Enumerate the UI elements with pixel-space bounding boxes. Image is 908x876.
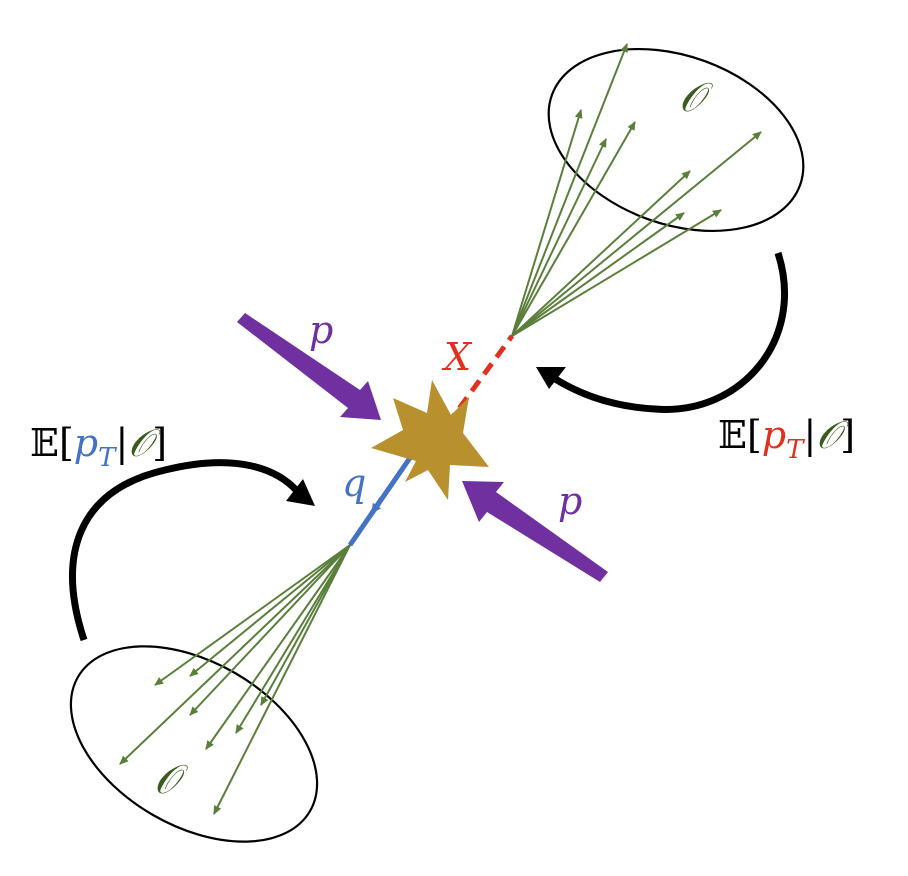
conditional-bar: |	[803, 413, 816, 457]
observable-region-bottom	[69, 645, 319, 843]
x-particle-label: X	[441, 335, 473, 379]
conditional-bar: |	[115, 421, 128, 465]
bracket-open: [	[59, 421, 74, 465]
expectation-right: 𝔼[pT|𝒪]	[718, 413, 855, 465]
jet-track	[511, 209, 722, 337]
jet-track	[511, 212, 685, 337]
bracket-close: ]	[152, 421, 167, 465]
jet-track	[511, 170, 691, 337]
expectation-arrow-left	[69, 459, 300, 642]
quark-label: q	[342, 461, 366, 505]
jet-bottom	[119, 544, 351, 815]
bracket-open: [	[747, 413, 762, 457]
jet-track	[511, 43, 628, 337]
jet-track	[511, 121, 636, 337]
expectation-symbol: 𝔼	[718, 413, 747, 457]
expectation-symbol: 𝔼	[30, 421, 59, 465]
quark-arrow-head	[369, 496, 385, 515]
jet-track	[119, 544, 351, 765]
expectation-arrow-right	[550, 251, 788, 413]
expectation-arrow-right-head	[536, 367, 566, 389]
expectation-arrow-left-head	[286, 479, 315, 506]
pt-subscript: T	[786, 435, 805, 465]
pt-symbol: p	[74, 421, 98, 465]
jet-track	[511, 109, 583, 337]
x-particle-line	[444, 334, 515, 427]
proton-beam-bottom	[462, 481, 608, 582]
bracket-close: ]	[840, 413, 855, 457]
jet-track	[260, 544, 351, 706]
observable-label-top: 𝒪	[679, 75, 714, 121]
collision-burst-icon	[371, 380, 489, 500]
proton-label-bottom: p	[558, 479, 582, 523]
jet-track	[154, 544, 351, 686]
jet-track	[213, 544, 351, 815]
pt-subscript: T	[98, 443, 117, 473]
observable-region-top	[547, 47, 805, 233]
observable-label-bottom: 𝒪	[154, 757, 189, 803]
jet-track	[189, 544, 351, 677]
jet-track	[511, 131, 762, 337]
jet-top	[511, 43, 762, 337]
jet-track	[511, 138, 607, 337]
proton-label-top: p	[309, 308, 333, 352]
expectation-left: 𝔼[pT|𝒪]	[30, 421, 167, 473]
proton-beam-top	[237, 313, 381, 420]
jet-track	[205, 544, 351, 750]
pt-symbol: p	[762, 413, 786, 457]
jet-track	[235, 544, 351, 734]
jet-track	[189, 544, 351, 716]
